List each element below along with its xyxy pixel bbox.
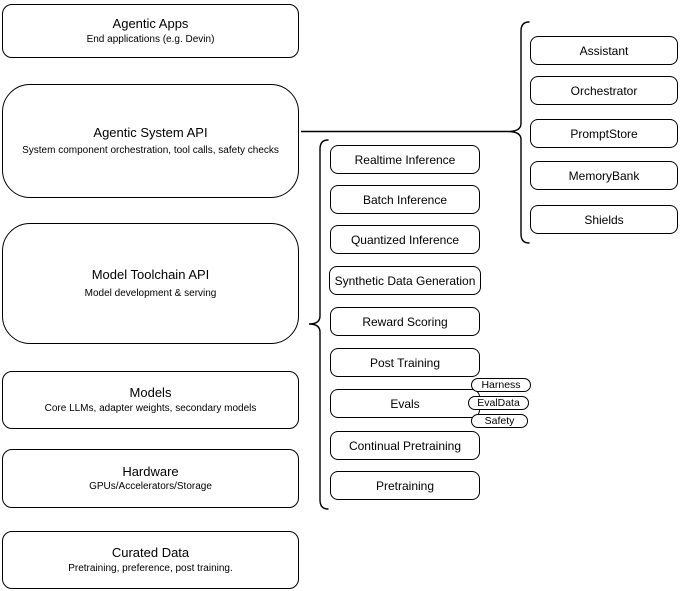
node-agentic-system-api: Agentic System API System component orch… (2, 84, 299, 198)
node-evals: Evals (330, 389, 480, 418)
node-post-training: Post Training (330, 348, 480, 377)
node-title: Model Toolchain API (91, 267, 210, 283)
node-title: Models (129, 385, 172, 401)
node-subtitle: Model development & serving (84, 287, 217, 299)
node-title: Agentic System API (93, 124, 208, 140)
node-pretraining: Pretraining (330, 471, 480, 500)
node-subtitle: GPUs/Accelerators/Storage (89, 481, 212, 493)
node-realtime-inference: Realtime Inference (330, 145, 480, 174)
node-assistant: Assistant (530, 36, 678, 65)
node-hardware: Hardware GPUs/Accelerators/Storage (2, 449, 299, 508)
node-subtitle: Core LLMs, adapter weights, secondary mo… (44, 402, 257, 414)
node-batch-inference: Batch Inference (330, 185, 480, 214)
node-memorybank: MemoryBank (530, 161, 678, 190)
node-shields: Shields (530, 205, 678, 234)
node-model-toolchain-api: Model Toolchain API Model development & … (2, 223, 299, 344)
node-subtitle: System component orchestration, tool cal… (22, 145, 279, 157)
toolchain-brace (308, 139, 329, 510)
node-promptstore: PromptStore (530, 119, 678, 148)
node-subtitle: End applications (e.g. Devin) (86, 33, 215, 45)
node-title: Agentic Apps (112, 16, 189, 32)
tag-harness: Harness (471, 378, 531, 392)
node-curated-data: Curated Data Pretraining, preference, po… (2, 531, 299, 589)
node-title: Curated Data (111, 545, 190, 561)
node-continual-pretraining: Continual Pretraining (330, 431, 480, 460)
node-synthetic-data-generation: Synthetic Data Generation (329, 266, 481, 295)
node-reward-scoring: Reward Scoring (330, 307, 480, 336)
node-title: Hardware (122, 463, 179, 479)
tag-safety: Safety (471, 414, 528, 428)
node-orchestrator: Orchestrator (530, 76, 678, 105)
node-models: Models Core LLMs, adapter weights, secon… (2, 371, 299, 429)
node-agentic-apps: Agentic Apps End applications (e.g. Devi… (2, 4, 299, 58)
node-quantized-inference: Quantized Inference (330, 225, 480, 254)
node-subtitle: Pretraining, preference, post training. (68, 562, 233, 574)
tag-evaldata: EvalData (468, 396, 529, 410)
components-brace (507, 21, 530, 244)
